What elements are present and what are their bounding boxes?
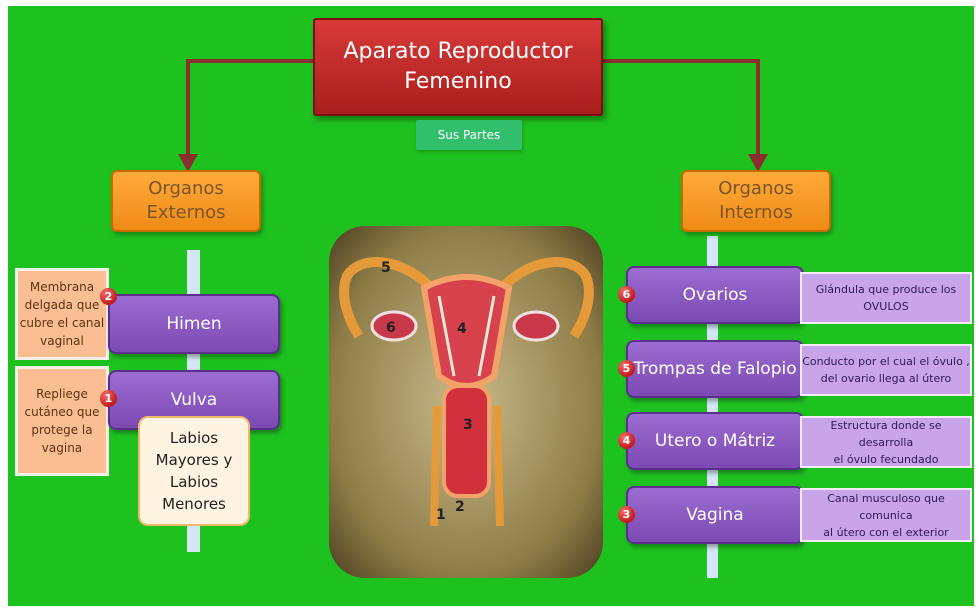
utero-desc-line: el óvulo fecundado — [802, 451, 970, 468]
subtitle-label: Sus Partes — [416, 120, 522, 150]
labios-line: Labios — [156, 427, 233, 449]
uterus-illustration: 5 6 4 3 2 1 — [329, 226, 603, 578]
illus-label-1: 1 — [436, 507, 446, 523]
diagram-canvas: Aparato Reproductor Femenino Sus Partes … — [8, 6, 974, 606]
trompas-description: Conducto por el cual el óvulo , del ovar… — [800, 344, 972, 396]
illus-label-4: 4 — [457, 321, 467, 337]
himen-desc-line: vaginal — [20, 332, 104, 350]
illus-label-3: 3 — [463, 417, 473, 433]
category-internal-line-1: Organos — [718, 177, 794, 201]
diagram-title: Aparato Reproductor Femenino — [313, 18, 603, 116]
vulva-desc-line: vagina — [24, 439, 99, 457]
labios-line: Labios — [156, 471, 233, 493]
category-internal-line-2: Internos — [718, 201, 794, 225]
illus-label-6: 6 — [386, 320, 396, 336]
vagina-desc-line: Canal musculoso que comunica — [802, 490, 970, 524]
vagina-desc-line: al útero con el exterior — [802, 524, 970, 541]
himen-desc-line: cubre el canal — [20, 314, 104, 332]
number-badge-trompas: 5 — [618, 360, 635, 377]
part-himen: Himen — [108, 294, 280, 354]
ovarios-desc-line: OVULOS — [816, 298, 957, 315]
number-badge-himen: 2 — [100, 288, 117, 305]
category-external: Organos Externos — [111, 170, 261, 232]
himen-desc-line: Membrana — [20, 278, 104, 296]
part-ovarios: Ovarios — [626, 266, 804, 324]
category-internal: Organos Internos — [681, 170, 831, 232]
part-vagina: Vagina — [626, 486, 804, 544]
vulva-desc-line: cutáneo que — [24, 403, 99, 421]
himen-desc-line: delgada que — [20, 296, 104, 314]
title-line-2: Femenino — [343, 67, 572, 97]
utero-desc-line: Estructura donde se desarrolla — [802, 417, 970, 451]
illus-label-2: 2 — [455, 499, 465, 515]
vulva-description: Repliege cutáneo que protege la vagina — [15, 366, 109, 476]
number-badge-ovarios: 6 — [618, 286, 635, 303]
ovarios-description: Glándula que produce los OVULOS — [800, 272, 972, 324]
labios-line: Menores — [156, 493, 233, 515]
vulva-desc-line: protege la — [24, 421, 99, 439]
vulva-desc-line: Repliege — [24, 385, 99, 403]
title-line-1: Aparato Reproductor — [343, 37, 572, 67]
category-external-line-2: Externos — [146, 201, 225, 225]
part-trompas: Trompas de Falopio — [626, 340, 804, 398]
vagina-drawing — [444, 386, 489, 496]
illus-label-5: 5 — [381, 260, 391, 276]
utero-description: Estructura donde se desarrolla el óvulo … — [800, 416, 972, 468]
number-badge-vagina: 3 — [618, 506, 635, 523]
category-external-line-1: Organos — [146, 177, 225, 201]
labios-line: Mayores y — [156, 449, 233, 471]
trompas-desc-line: Conducto por el cual el óvulo , — [802, 353, 970, 370]
labios-box: Labios Mayores y Labios Menores — [138, 416, 250, 526]
ovarios-desc-line: Glándula que produce los — [816, 281, 957, 298]
trompas-desc-line: del ovario llega al útero — [802, 370, 970, 387]
ovary-right — [514, 312, 558, 340]
himen-description: Membrana delgada que cubre el canal vagi… — [15, 268, 109, 360]
connector-right — [603, 61, 758, 156]
vagina-description: Canal musculoso que comunica al útero co… — [800, 488, 972, 542]
connector-left — [188, 61, 313, 156]
number-badge-vulva: 1 — [100, 390, 117, 407]
number-badge-utero: 4 — [618, 432, 635, 449]
part-utero: Utero o Mátriz — [626, 412, 804, 470]
